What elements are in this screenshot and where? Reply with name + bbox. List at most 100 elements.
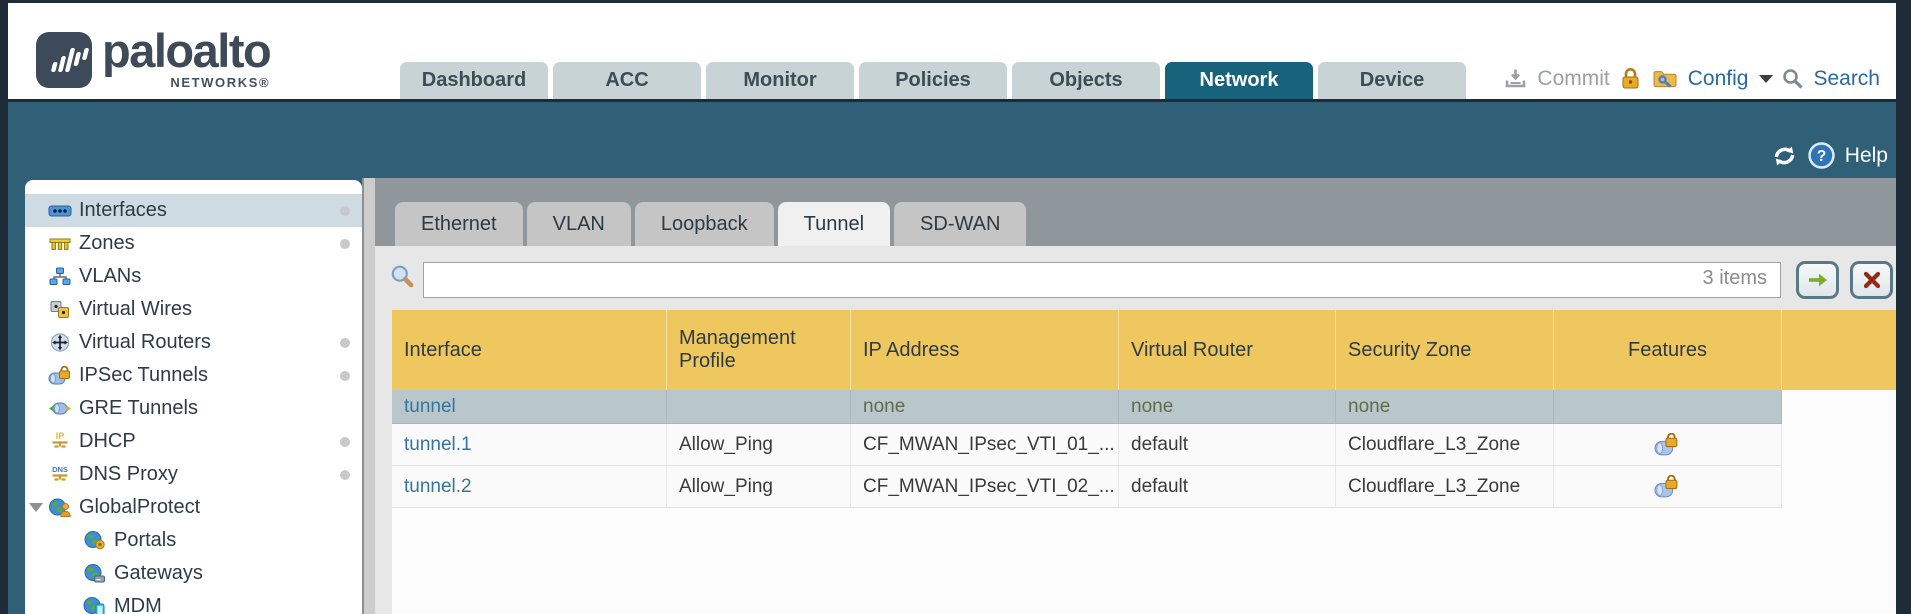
sidebar-item-label: Interfaces: [79, 199, 167, 221]
col-management-profile[interactable]: Management Profile: [667, 310, 851, 390]
tab-device[interactable]: Device: [1318, 62, 1466, 99]
tunnel-panel: 3 items Interface Managemen: [375, 246, 1896, 614]
table-row[interactable]: tunnel.2 Allow_Ping CF_MWAN_IPsec_VTI_02…: [392, 466, 1782, 508]
sidebar-item-dhcp[interactable]: IP DHCP: [25, 425, 362, 458]
sidebar-item-mdm[interactable]: MDM: [25, 590, 362, 614]
tab-network[interactable]: Network: [1165, 62, 1313, 99]
help-button[interactable]: Help: [1844, 143, 1888, 167]
tab-acc[interactable]: ACC: [553, 62, 701, 99]
status-dot: [340, 371, 350, 381]
interface-link[interactable]: tunnel.1: [404, 433, 472, 455]
config-caret-icon[interactable]: [1759, 75, 1774, 83]
sidebar-item-label: Zones: [79, 232, 135, 254]
commit-button[interactable]: Commit: [1537, 67, 1610, 90]
cell-features: [1554, 390, 1782, 423]
subtab-vlan[interactable]: VLAN: [526, 202, 631, 246]
gre-tunnels-icon: [49, 402, 71, 415]
mdm-icon: [83, 597, 105, 614]
commit-icon[interactable]: [1503, 67, 1528, 91]
virtual-routers-icon: [50, 333, 70, 352]
interface-link[interactable]: tunnel: [404, 395, 456, 417]
refresh-icon[interactable]: [1771, 143, 1798, 169]
sidebar-item-vlans[interactable]: VLANs: [25, 260, 362, 293]
sidebar-item-ipsec-tunnels[interactable]: IPSec Tunnels: [25, 359, 362, 392]
col-interface[interactable]: Interface: [392, 310, 667, 390]
tab-monitor[interactable]: Monitor: [706, 62, 854, 99]
globalprotect-icon: [49, 498, 71, 517]
filter-field-wrap: 3 items: [423, 262, 1781, 298]
col-filler: [1782, 310, 1896, 390]
sidebar-item-label: Virtual Wires: [79, 298, 192, 320]
sidebar-item-label: DHCP: [79, 430, 136, 452]
col-security-zone[interactable]: Security Zone: [1336, 310, 1554, 390]
brand-wordmark: paloalto NETWORKS®: [102, 24, 272, 91]
cell-virtual-router: default: [1119, 466, 1336, 507]
content-area: Interfaces Zones: [8, 178, 1896, 614]
brand: paloalto NETWORKS®: [35, 24, 272, 91]
tab-policies[interactable]: Policies: [859, 62, 1007, 99]
help-icon[interactable]: ?: [1808, 142, 1835, 169]
zones-icon: [49, 238, 71, 250]
lock-icon[interactable]: [1619, 67, 1642, 91]
subtab-loopback[interactable]: Loopback: [634, 202, 774, 246]
main-area: Ethernet VLAN Loopback Tunnel SD-WAN 3 i…: [375, 178, 1896, 614]
paloalto-logo-icon: [36, 32, 92, 88]
sidebar-divider[interactable]: [362, 178, 375, 614]
subtab-sdwan[interactable]: SD-WAN: [894, 202, 1027, 246]
ipsec-tunnels-icon: [48, 365, 70, 385]
table-row[interactable]: tunnel none none none: [392, 390, 1782, 424]
cell-virtual-router: none: [1119, 390, 1336, 423]
config-icon[interactable]: [1651, 67, 1679, 91]
sidebar-item-virtual-wires[interactable]: Virtual Wires: [25, 293, 362, 326]
interfaces-table: Interface Management Profile IP Address …: [392, 310, 1896, 614]
col-ip-address[interactable]: IP Address: [851, 310, 1119, 390]
sidebar-item-label: MDM: [114, 595, 162, 614]
sidebar-item-portals[interactable]: Portals: [25, 524, 362, 557]
cell-management-profile: [667, 390, 851, 423]
dhcp-icon: IP: [52, 431, 68, 448]
sidebar-item-gre-tunnels[interactable]: GRE Tunnels: [25, 392, 362, 425]
cell-security-zone: none: [1336, 390, 1554, 423]
sidebar-item-label: DNS Proxy: [79, 463, 178, 485]
expand-caret-icon[interactable]: [29, 503, 43, 512]
sidebar-item-label: Portals: [114, 529, 177, 551]
status-dot: [340, 206, 350, 216]
sidebar-item-globalprotect[interactable]: GlobalProtect: [25, 491, 362, 524]
tab-objects[interactable]: Objects: [1012, 62, 1160, 99]
sidebar-item-gateways[interactable]: Gateways: [25, 557, 362, 590]
sidebar-item-zones[interactable]: Zones: [25, 227, 362, 260]
clear-filter-button[interactable]: [1850, 261, 1893, 299]
gateways-icon: [84, 564, 105, 583]
sidebar-item-virtual-routers[interactable]: Virtual Routers: [25, 326, 362, 359]
svg-text:DNS: DNS: [52, 465, 68, 474]
status-dot: [340, 470, 350, 480]
cell-ip-address: CF_MWAN_IPsec_VTI_01_...: [851, 424, 1119, 465]
sidebar-item-label: GlobalProtect: [79, 496, 201, 518]
col-features[interactable]: Features: [1554, 310, 1782, 390]
sidebar-item-interfaces[interactable]: Interfaces: [25, 194, 362, 227]
apply-filter-button[interactable]: [1796, 261, 1839, 299]
tab-dashboard[interactable]: Dashboard: [400, 62, 548, 99]
subtab-ethernet[interactable]: Ethernet: [395, 202, 523, 246]
search-icon[interactable]: [1782, 68, 1804, 90]
config-menu[interactable]: Config: [1687, 67, 1749, 90]
top-bar: paloalto NETWORKS® Dashboard ACC Monitor…: [8, 3, 1896, 99]
interface-link[interactable]: tunnel.2: [404, 475, 472, 497]
col-virtual-router[interactable]: Virtual Router: [1119, 310, 1336, 390]
green-arrow-icon: [1808, 273, 1827, 287]
subtab-tunnel[interactable]: Tunnel: [777, 202, 891, 246]
status-dot: [340, 437, 350, 447]
main-nav: Dashboard ACC Monitor Policies Objects N…: [400, 62, 1466, 99]
tunnel-lock-icon[interactable]: [1654, 475, 1681, 498]
search-button[interactable]: Search: [1813, 67, 1880, 90]
sidebar-item-label: Gateways: [114, 562, 203, 584]
brand-name: paloalto: [102, 24, 272, 77]
tunnel-lock-icon[interactable]: [1654, 433, 1681, 456]
cell-features: [1554, 466, 1782, 507]
sidebar-item-dns-proxy[interactable]: DNS DNS Proxy: [25, 458, 362, 491]
vlans-icon: [49, 267, 71, 285]
table-row[interactable]: tunnel.1 Allow_Ping CF_MWAN_IPsec_VTI_01…: [392, 424, 1782, 466]
cell-ip-address: none: [851, 390, 1119, 423]
filter-input[interactable]: [423, 262, 1781, 298]
